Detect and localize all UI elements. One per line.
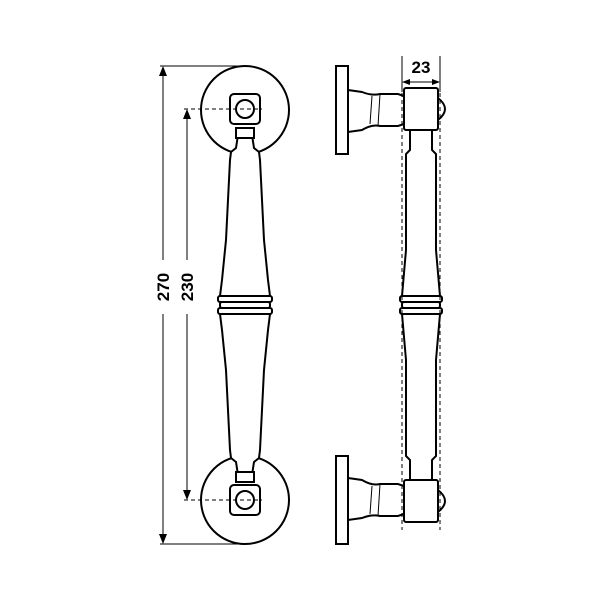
side-bottom-knob-icon bbox=[437, 487, 446, 515]
overall-arrow-top bbox=[159, 66, 167, 76]
side-bottom-block bbox=[403, 479, 439, 523]
top-wall-plate bbox=[335, 65, 349, 155]
bottom-post bbox=[347, 476, 405, 522]
side-shaft-lower bbox=[400, 313, 442, 481]
center-distance-label: 230 bbox=[178, 273, 197, 301]
side-top-knob-icon bbox=[437, 95, 446, 123]
top-fixing-screw-icon bbox=[235, 99, 255, 119]
overall-arrow-bottom bbox=[159, 534, 167, 544]
side-shaft-upper bbox=[400, 129, 442, 297]
handle-shaft-lower bbox=[218, 313, 272, 476]
bottom-fixing-screw-icon bbox=[235, 490, 255, 510]
handle-shaft-upper bbox=[218, 134, 272, 297]
center-arrow-top bbox=[183, 109, 191, 119]
front-view: 270 230 bbox=[153, 65, 290, 545]
depth-arrow-left bbox=[402, 79, 410, 85]
bottom-wall-plate bbox=[335, 455, 349, 545]
side-top-block bbox=[403, 87, 439, 131]
overall-length-label: 270 bbox=[154, 273, 173, 301]
center-arrow-bottom bbox=[183, 490, 191, 500]
depth-arrow-right bbox=[432, 79, 440, 85]
side-view: 23 bbox=[335, 56, 446, 545]
handle-collar-bottom bbox=[235, 471, 255, 483]
depth-label: 23 bbox=[412, 58, 431, 77]
handle-collar-top bbox=[235, 127, 255, 139]
top-post bbox=[347, 88, 405, 134]
